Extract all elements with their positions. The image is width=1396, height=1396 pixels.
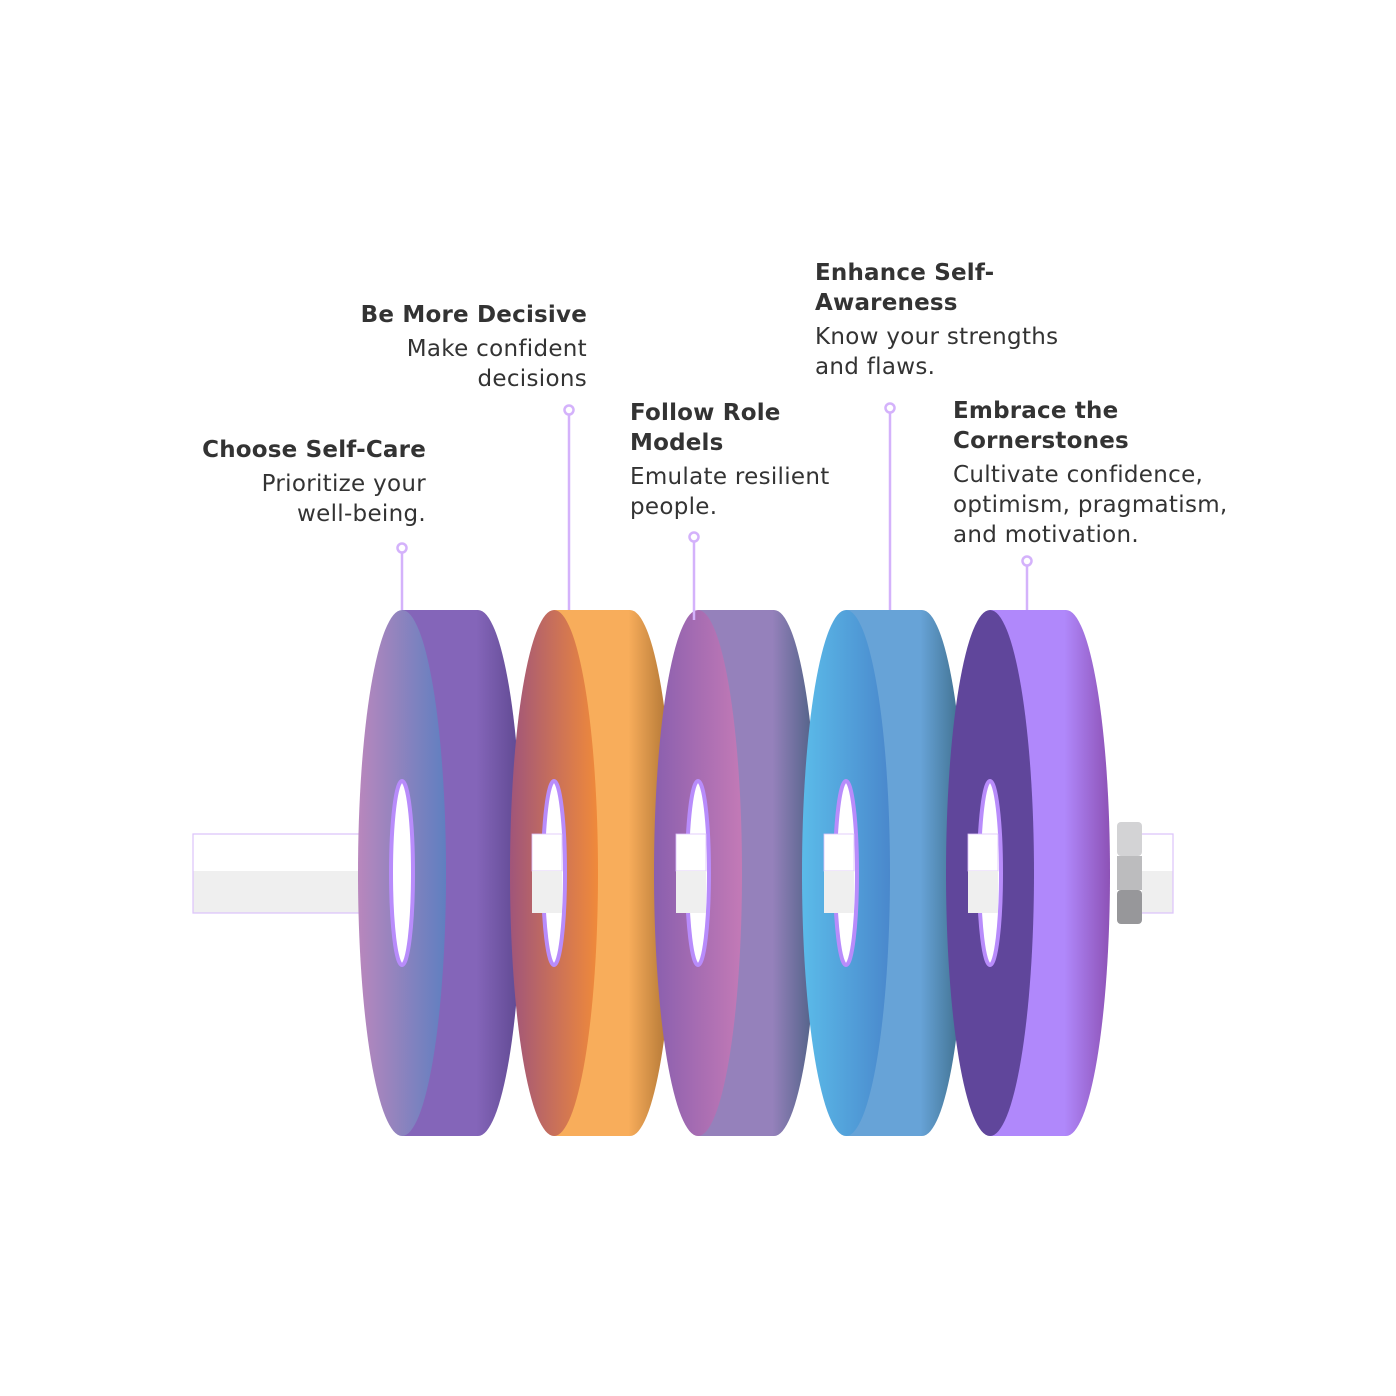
connector-4 (884, 402, 896, 610)
connector-5 (1021, 555, 1033, 610)
nut-segment-3 (1117, 890, 1142, 924)
label-enhance-self-awareness: Enhance Self- Awareness Know your streng… (815, 258, 1115, 382)
title-line: Follow Role (630, 400, 781, 426)
disc-1 (358, 610, 522, 1136)
disc-hole (389, 779, 415, 967)
label-be-more-decisive: Be More Decisive Make confident decision… (300, 300, 587, 394)
label-title: Enhance Self- Awareness (815, 258, 1115, 318)
connector-dot-icon (563, 404, 575, 416)
title-line: Models (630, 430, 724, 456)
axle-segment-bottom (676, 871, 706, 913)
label-follow-role-models: Follow Role Models Emulate resilient peo… (630, 398, 890, 522)
desc-line: people. (630, 494, 718, 520)
label-description: Know your strengths and flaws. (815, 322, 1115, 382)
desc-line: decisions (477, 366, 587, 392)
connector-dot-icon (884, 402, 896, 414)
label-description: Prioritize your well-being. (150, 469, 426, 529)
axle-segment-top (531, 833, 563, 872)
axle-segment-bottom (824, 871, 854, 913)
label-description: Make confident decisions (300, 334, 587, 394)
axle-right-outline (1142, 833, 1174, 914)
disc-2 (510, 610, 674, 1136)
connector-dot-icon (396, 542, 408, 554)
label-description: Emulate resilient people. (630, 462, 890, 522)
nut-segment-2 (1117, 856, 1142, 890)
desc-line: Prioritize your (261, 471, 426, 497)
desc-line: Emulate resilient (630, 464, 830, 490)
axle-segment-top (675, 833, 707, 872)
axle-right-top (1142, 834, 1173, 871)
axle-segment-bottom (532, 871, 562, 913)
connectors (396, 402, 1033, 620)
axle-segment-bottom (968, 871, 998, 913)
label-title: Be More Decisive (360, 302, 587, 328)
desc-line: well-being. (297, 501, 426, 527)
axle-segment-top (823, 833, 855, 872)
desc-line: optimism, pragmatism, (953, 492, 1228, 518)
desc-line: and motivation. (953, 522, 1140, 548)
label-choose-self-care: Choose Self-Care Prioritize your well-be… (150, 435, 426, 529)
label-embrace-the-cornerstones: Embrace the Cornerstones Cultivate confi… (953, 396, 1273, 550)
connector-2 (563, 404, 575, 610)
label-title: Embrace the Cornerstones (953, 396, 1273, 456)
label-title: Choose Self-Care (202, 437, 426, 463)
desc-line: and flaws. (815, 354, 936, 380)
disc-5 (946, 610, 1110, 1136)
connector-3 (688, 531, 700, 620)
desc-line: Cultivate confidence, (953, 462, 1204, 488)
disc-stack (358, 610, 1174, 1136)
disc-3 (654, 610, 818, 1136)
axle-segment-top (967, 833, 999, 872)
title-line: Enhance Self- (815, 260, 995, 286)
label-title: Follow Role Models (630, 398, 890, 458)
desc-line: Know your strengths (815, 324, 1059, 350)
title-line: Cornerstones (953, 428, 1129, 454)
axle-left-outline (192, 833, 411, 914)
title-line: Awareness (815, 290, 958, 316)
connector-dot-icon (688, 531, 700, 543)
connector-1 (396, 542, 408, 610)
connector-dot-icon (1021, 555, 1033, 567)
label-description: Cultivate confidence, optimism, pragmati… (953, 460, 1273, 550)
disc-4 (802, 610, 966, 1136)
nut-segment-1 (1117, 822, 1142, 856)
axle-right-bottom (1142, 871, 1173, 913)
title-line: Embrace the (953, 398, 1119, 424)
desc-line: Make confident (406, 336, 587, 362)
